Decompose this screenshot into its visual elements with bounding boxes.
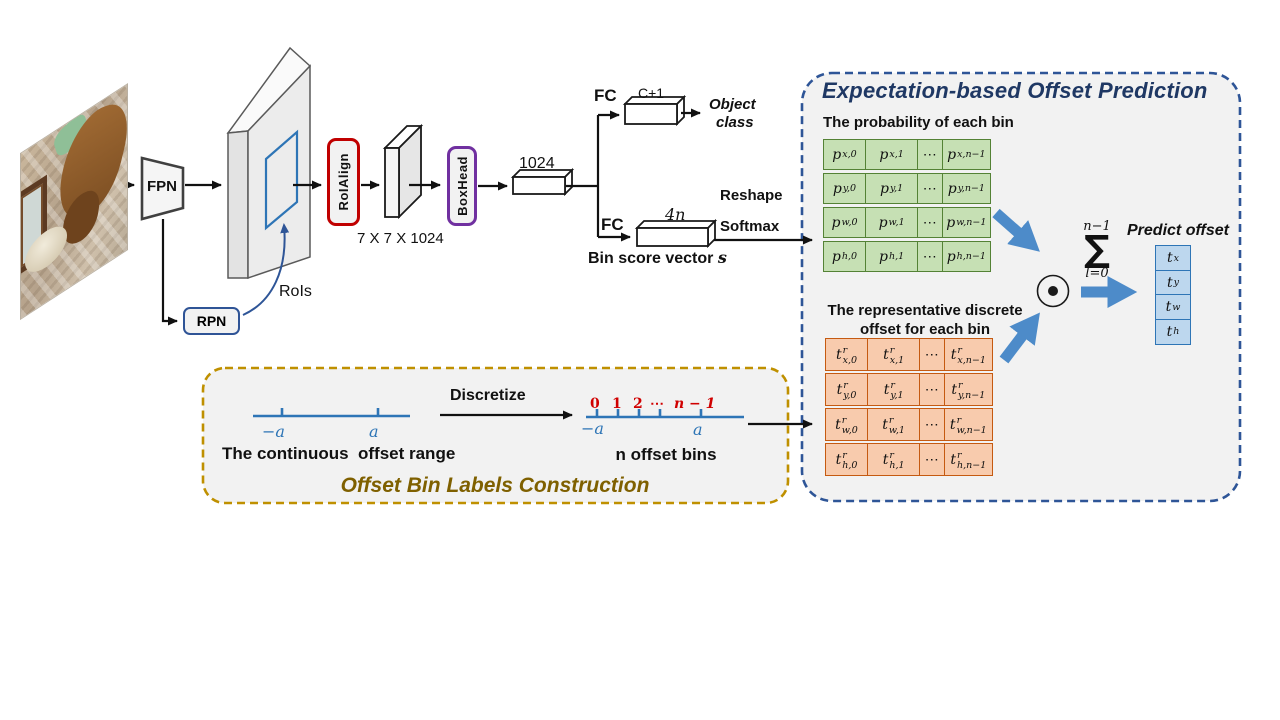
- offset-cell: ⋯: [919, 408, 946, 441]
- discrete-a-label: a: [693, 420, 703, 439]
- continuous-a-label: a: [369, 422, 379, 441]
- boxhead-block: BoxHead: [447, 146, 477, 226]
- pooled-dims-label: 7 X 7 X 1024: [357, 230, 444, 247]
- roi-box: [264, 129, 299, 231]
- prob-table-heading: The probability of each bin: [823, 114, 1014, 131]
- offset-cell: ⋯: [919, 373, 946, 406]
- rois-label: RoIs: [279, 283, 312, 300]
- pooled-feature-slab: [382, 123, 424, 220]
- probability-cell: ⋯: [917, 207, 944, 238]
- bin-dim-label: 4n: [665, 205, 686, 224]
- fpn-label: FPN: [147, 178, 177, 195]
- rpn-label: RPN: [196, 313, 227, 329]
- sigma-icon: ∑: [1084, 229, 1110, 270]
- roialign-block: RoIAlign: [327, 138, 360, 226]
- probability-cell: ⋯: [917, 173, 944, 204]
- fc1024-dim-label: 1024: [519, 155, 555, 172]
- expectation-panel-title: Expectation-based Offset Prediction: [822, 78, 1208, 103]
- bin-index-label: 1: [612, 396, 622, 412]
- discretize-label: Discretize: [450, 387, 526, 404]
- rpn-block: RPN: [183, 307, 240, 335]
- discrete-neg-a-label: −a: [581, 419, 604, 438]
- probability-cell: ⋯: [917, 241, 944, 272]
- object-class-label-2: class: [716, 114, 754, 131]
- continuous-line-caption: The continuous offset range: [222, 444, 456, 463]
- sum-lower-limit: l=0: [1085, 266, 1109, 282]
- class-dim-label: C+1: [638, 85, 665, 101]
- bin-index-label: ⋯: [650, 396, 664, 412]
- roialign-label: RoIAlign: [336, 153, 351, 211]
- summation-symbol: n−1 ∑ l=0: [1074, 220, 1120, 280]
- bin-index-label: n − 1: [674, 396, 716, 412]
- probability-cell: ⋯: [917, 139, 944, 170]
- discrete-line-caption: n offset bins: [615, 445, 717, 464]
- fc1024-box: [510, 167, 575, 197]
- bin-index-label: 0: [590, 396, 600, 412]
- offset-cell: ⋯: [919, 443, 946, 476]
- bin-score-vector-box: [634, 218, 718, 249]
- continuous-number-line: [253, 408, 410, 418]
- softmax-label: Softmax: [720, 218, 780, 235]
- class-vector-box: [622, 94, 687, 127]
- reshape-label: Reshape: [720, 187, 783, 204]
- feature-map-slab: [226, 46, 312, 280]
- fc-bottom-label: FC: [601, 215, 624, 234]
- predict-offset-heading: Predict offset: [1127, 222, 1229, 239]
- bin-score-var: s: [717, 248, 727, 267]
- fc-top-label: FC: [594, 86, 617, 105]
- discrete-number-line: [586, 409, 744, 419]
- bin-score-label: Bin score vector s: [588, 248, 727, 267]
- bin-panel-title: Offset Bin Labels Construction: [340, 474, 650, 497]
- input-image: [20, 83, 128, 321]
- bin-index-label: 2: [633, 396, 643, 412]
- continuous-neg-a-label: −a: [262, 422, 285, 441]
- offset-cell: ⋯: [919, 338, 946, 371]
- rois-curve-arrow: [242, 223, 290, 316]
- object-class-label-1: Object: [709, 96, 756, 113]
- boxhead-label: BoxHead: [454, 156, 470, 216]
